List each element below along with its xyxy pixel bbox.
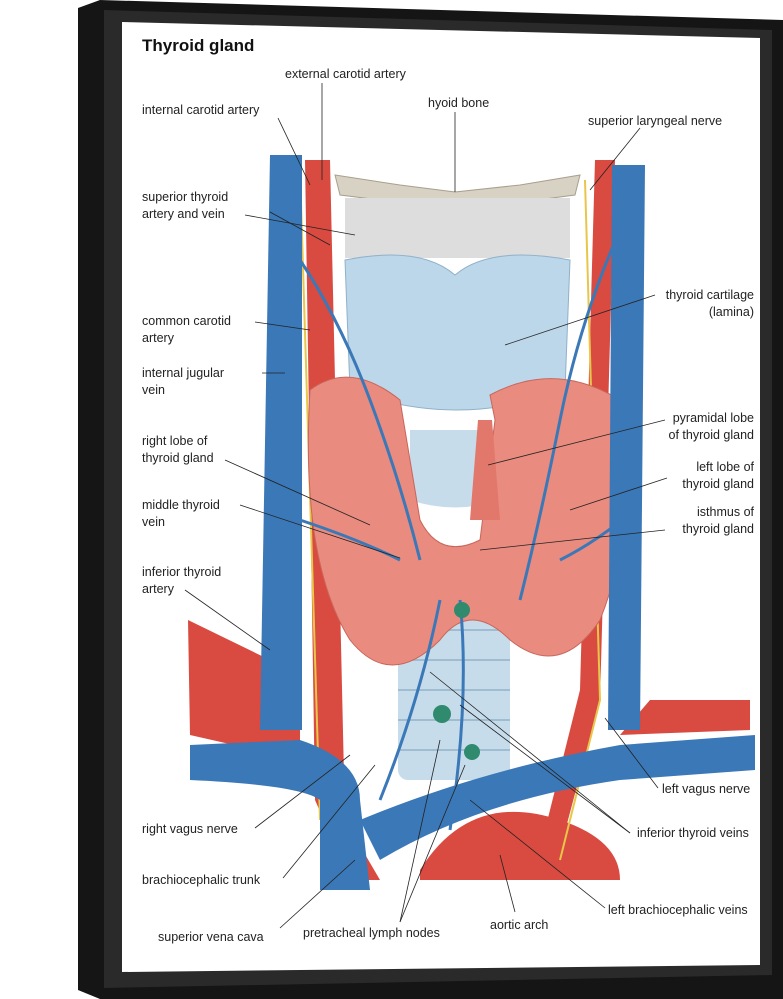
- label-line: of thyroid gland: [668, 428, 754, 442]
- thyrohyoid-membrane: [345, 198, 570, 258]
- label-line: artery and vein: [142, 207, 225, 221]
- label-line: artery: [142, 331, 174, 345]
- aortic-arch: [420, 811, 620, 880]
- label-left-vagus-nerve: left vagus nerve: [662, 782, 751, 796]
- label-hyoid-bone: hyoid bone: [428, 96, 490, 110]
- label-line: vein: [142, 515, 165, 529]
- label-line: thyroid cartilage: [665, 288, 754, 302]
- label-line: internal jugular: [142, 366, 224, 380]
- label-common-carotid-artery: common carotid artery: [142, 313, 231, 347]
- right-internal-jugular-vein: [260, 155, 302, 730]
- label-inferior-thyroid-artery: inferior thyroid artery: [142, 564, 221, 598]
- label-line: thyroid gland: [142, 451, 214, 465]
- label-pyramidal-lobe: pyramidal lobe of thyroid gland: [669, 410, 754, 444]
- label-right-lobe: right lobe of thyroid gland: [142, 433, 214, 467]
- left-vagus-nerve: [559, 179, 602, 861]
- label-middle-thyroid-vein: middle thyroid vein: [142, 497, 220, 531]
- label-line: (lamina): [708, 305, 754, 319]
- label-pretracheal-lymph-nodes: pretracheal lymph nodes: [303, 926, 440, 940]
- label-internal-carotid-artery: internal carotid artery: [142, 103, 260, 117]
- pyramidal-lobe: [470, 420, 500, 520]
- thyroid-veins: [298, 229, 641, 831]
- label-line: middle thyroid: [142, 498, 220, 512]
- page-title: Thyroid gland: [142, 36, 255, 55]
- label-line: superior thyroid: [142, 190, 229, 204]
- lymph-node: [454, 602, 470, 618]
- label-superior-laryngeal-nerve: superior laryngeal nerve: [588, 114, 723, 128]
- label-left-lobe: left lobe of thyroid gland: [682, 459, 754, 493]
- left-subclavian-artery: [620, 700, 750, 735]
- left-internal-jugular-vein: [608, 165, 645, 730]
- label-right-vagus-nerve: right vagus nerve: [142, 822, 238, 836]
- label-thyroid-cartilage: thyroid cartilage (lamina): [666, 287, 754, 321]
- label-brachiocephalic-trunk: brachiocephalic trunk: [142, 873, 261, 887]
- label-isthmus: isthmus of thyroid gland: [682, 504, 754, 538]
- label-aortic-arch: aortic arch: [490, 918, 549, 932]
- label-line: thyroid gland: [682, 477, 754, 491]
- right-brachiocephalic-vein: [190, 740, 370, 890]
- anatomy-drawing: [188, 155, 755, 890]
- label-line: right lobe of: [142, 434, 208, 448]
- label-line: inferior thyroid: [142, 565, 222, 579]
- label-line: vein: [142, 383, 165, 397]
- label-line: pyramidal lobe: [672, 411, 754, 425]
- label-external-carotid-artery: external carotid artery: [285, 67, 406, 81]
- label-superior-thyroid: superior thyroid artery and vein: [142, 189, 228, 223]
- label-line: thyroid gland: [682, 522, 754, 536]
- label-line: isthmus of: [697, 505, 754, 519]
- label-line: common carotid: [142, 314, 231, 328]
- label-line: artery: [142, 582, 174, 596]
- label-line: left lobe of: [696, 460, 754, 474]
- left-brachiocephalic-vein: [360, 735, 755, 860]
- right-common-carotid-artery: [305, 160, 380, 880]
- leader-lines: [184, 83, 668, 929]
- thyroid-cartilage: [344, 254, 571, 411]
- label-inferior-thyroid-veins: inferior thyroid veins: [637, 826, 749, 840]
- label-internal-jugular-vein: internal jugular vein: [142, 365, 224, 399]
- left-common-carotid-artery: [540, 160, 615, 850]
- lymph-node: [464, 744, 480, 760]
- label-left-brachiocephalic-veins: left brachiocephalic veins: [608, 903, 748, 917]
- lymph-node: [433, 705, 451, 723]
- label-superior-vena-cava: superior vena cava: [158, 930, 264, 944]
